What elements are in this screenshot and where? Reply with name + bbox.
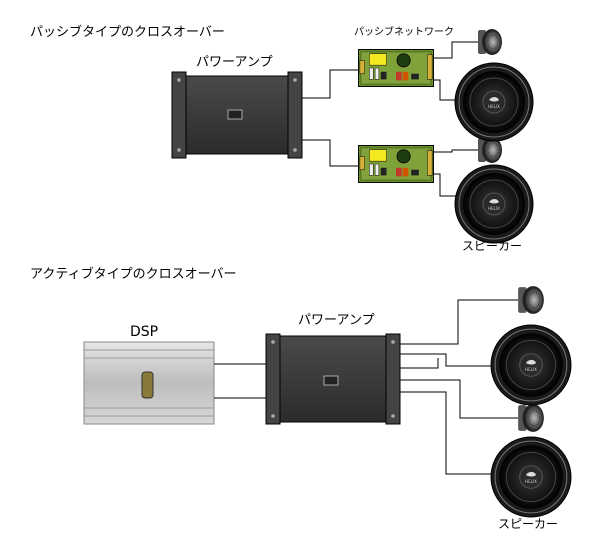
active-woofer-bottom [490, 436, 572, 518]
passive-network-bottom [358, 144, 434, 184]
passive-section-title: パッシブタイプのクロスオーバー [30, 25, 225, 40]
active-speaker-label: スピーカー [498, 517, 559, 531]
passive-network-label: パッシブネットワーク [354, 27, 454, 38]
passive-speaker-wires [434, 41, 478, 197]
active-tweeter-bottom [517, 403, 545, 433]
active-woofer-top [490, 324, 572, 406]
active-speaker-wires [400, 299, 518, 475]
passive-woofer-top [454, 62, 534, 142]
passive-tweeter-top [477, 28, 503, 56]
dsp-unit [83, 341, 215, 425]
active-amp-label: パワーアンプ [298, 313, 375, 328]
passive-network-top [358, 48, 434, 88]
passive-speaker-label: スピーカー [462, 239, 523, 253]
passive-amp-wires [302, 69, 358, 167]
active-section-title: アクティブタイプのクロスオーバー [30, 267, 237, 282]
passive-power-amp [171, 71, 303, 159]
active-power-amp [265, 333, 401, 425]
dsp-amp-wires [214, 363, 266, 399]
dsp-label: DSP [130, 324, 159, 340]
active-tweeter-top [517, 285, 545, 315]
passive-amp-label: パワーアンプ [196, 55, 273, 70]
passive-woofer-bottom [454, 164, 534, 244]
